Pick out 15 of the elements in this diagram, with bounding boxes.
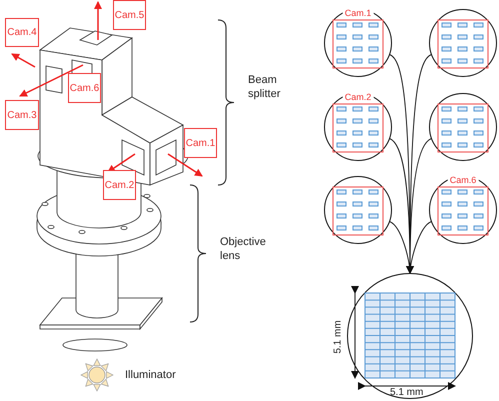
- connector-curve: [406, 221, 432, 274]
- camera-label: Cam.2: [342, 92, 374, 102]
- dimension-label: 5.1 mm: [332, 320, 345, 354]
- dimension-label: 5.1 mm: [390, 386, 424, 400]
- camera-label: Cam.3: [5, 100, 39, 130]
- objective-lens-label: Objective lens: [220, 235, 267, 263]
- beam-splitter-label: Beam splitter: [248, 73, 282, 101]
- camera-label: Cam.1: [342, 8, 374, 18]
- camera-label: Cam.4: [5, 18, 39, 47]
- camera-label: Cam.6: [448, 175, 478, 185]
- illuminator-label: Illuminator: [125, 368, 176, 382]
- camera-label: Cam.6: [68, 73, 101, 103]
- camera-label: Cam.2: [103, 170, 136, 200]
- camera-label: Cam.1: [184, 128, 217, 158]
- camera-label: Cam.5: [113, 0, 146, 30]
